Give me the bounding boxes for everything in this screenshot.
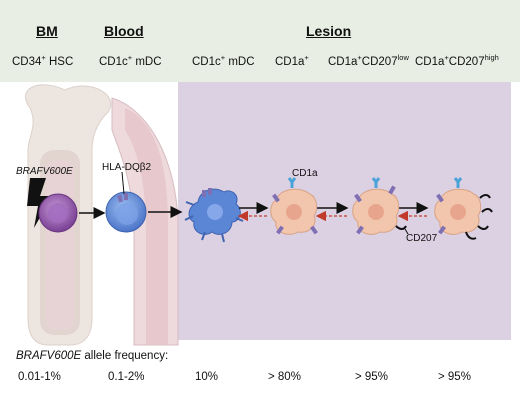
mutation-label: BRAFV600E xyxy=(16,166,73,177)
hla-label: HLA-DQβ2 xyxy=(102,162,152,173)
allele-value-lesion-mdc: 10% xyxy=(195,371,219,383)
stage-arrows xyxy=(237,202,429,222)
cd207-label: CD207 xyxy=(406,233,438,244)
allele-value-cd207-high: > 95% xyxy=(438,371,471,383)
hsc-cell-icon xyxy=(38,193,78,233)
cd1a-label: CD1a xyxy=(292,168,318,179)
cd1a-cell-icon xyxy=(270,177,318,235)
col-label-lesion-mdc: CD1c+ mDC xyxy=(192,53,255,68)
col-label-blood-mdc: CD1c+ mDC xyxy=(99,53,162,68)
section-blood: Blood xyxy=(104,23,144,39)
col-label-cd207-high: CD1a+CD207high xyxy=(415,53,499,68)
cd207-pointer xyxy=(404,228,409,235)
mutation-bolt-icon xyxy=(27,178,52,228)
hla-pointer xyxy=(121,171,125,195)
allele-value-blood-mdc: 0.1-2% xyxy=(108,371,145,383)
blood-vessel xyxy=(111,97,179,346)
lesion-mdc-cell-icon xyxy=(184,188,244,243)
section-bm: BM xyxy=(36,23,58,39)
allele-value-cd207-low: > 95% xyxy=(355,371,388,383)
cd207-low-cell-icon xyxy=(352,177,407,235)
section-lesion: Lesion xyxy=(306,23,352,39)
blood-mdc-cell-icon xyxy=(105,191,147,233)
col-label-hsc: CD34+ HSC xyxy=(12,53,74,68)
allele-frequency-title: BRAFV600E allele frequency: xyxy=(16,350,169,362)
cd207-high-cell-icon xyxy=(434,177,493,240)
allele-value-cd1a: > 80% xyxy=(268,371,301,383)
header-band xyxy=(0,0,520,82)
col-label-cd207-low: CD1a+CD207low xyxy=(328,53,409,68)
allele-value-hsc: 0.01-1% xyxy=(18,371,61,383)
col-label-cd1a: CD1a+ xyxy=(275,53,309,68)
